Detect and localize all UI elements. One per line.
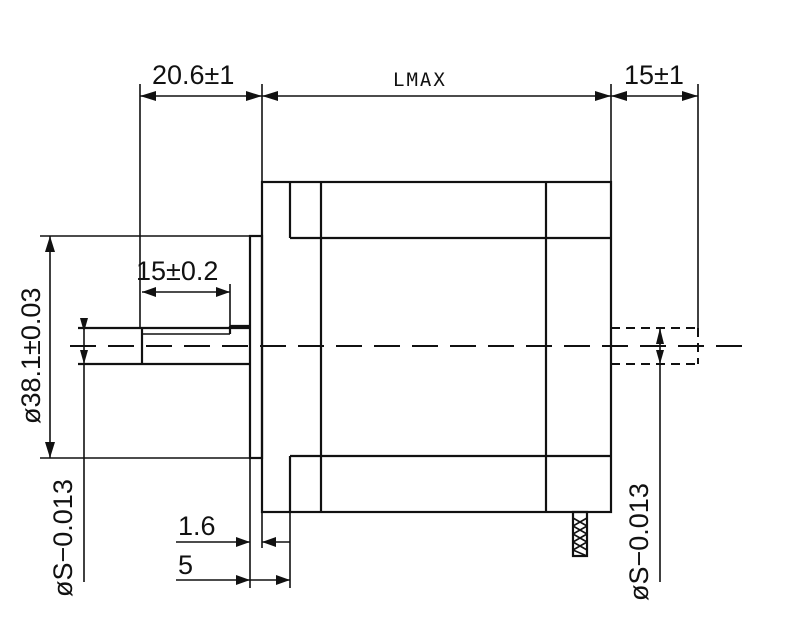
dimension-label-flat-length: 15±0.2	[136, 256, 218, 286]
front-shaft	[78, 324, 250, 366]
wire-lead	[571, 510, 589, 558]
dimension-label-rear-shaft-length: 15±1	[624, 60, 684, 90]
dimension-label-front-shaft-diameter: øS−0.013	[48, 479, 78, 597]
dimension-pilot-depth: 1.6	[176, 511, 290, 547]
extension-lines	[40, 84, 699, 588]
dimension-front-length: 20.6±1	[140, 60, 262, 101]
dimension-label-rear-shaft-diameter: øS−0.013	[624, 483, 654, 601]
dimension-label-pilot-diameter: ø38.1±0.03	[16, 288, 46, 424]
dimension-rear-shaft-length: 15±1	[611, 60, 698, 101]
dimension-flange-thickness: 5	[176, 550, 290, 585]
dimension-label-pilot-depth: 1.6	[178, 511, 216, 541]
dimension-pilot-diameter: ø38.1±0.03	[16, 236, 55, 458]
dimension-label-front-length: 20.6±1	[152, 60, 234, 90]
dimension-label-flange-thickness: 5	[178, 550, 193, 580]
dimension-rear-shaft-diameter: øS−0.013	[624, 328, 664, 601]
dimension-front-shaft-diameter: øS−0.013	[48, 318, 88, 597]
dimension-label-body-length: LMAX	[393, 69, 447, 91]
dimension-flat-length: 15±0.2	[136, 256, 230, 297]
dimension-body-length: LMAX	[262, 69, 611, 101]
